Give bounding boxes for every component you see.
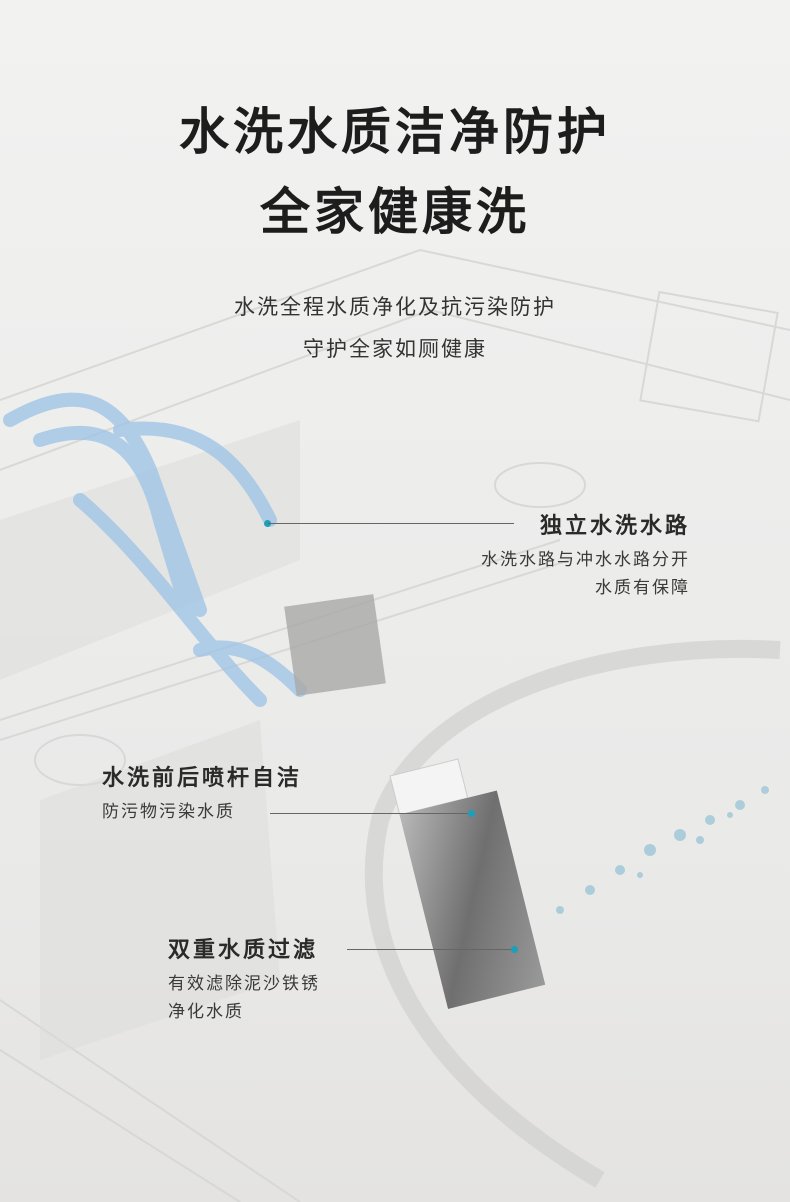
hose [364, 639, 781, 1188]
callout-desc-line: 水洗水路与冲水水路分开 [481, 550, 690, 570]
callout-line [347, 949, 512, 950]
callout-heading: 水洗前后喷杆自洁 [102, 766, 303, 791]
callout-desc: 水洗水路与冲水水路分开 水质有保障 [481, 546, 690, 602]
callout-desc: 防污物污染水质 [102, 798, 302, 826]
page-title-line1: 水洗水质洁净防护 [179, 103, 611, 161]
subtitle-line2: 守护全家如厕健康 [303, 337, 487, 361]
callout-dot [264, 520, 271, 527]
callout-nozzle-self-clean: 水洗前后喷杆自洁 防污物污染水质 [102, 760, 302, 826]
water-spray [556, 786, 769, 914]
callout-desc: 有效滤除泥沙铁锈 净化水质 [168, 970, 320, 1026]
callout-heading: 独立水洗水路 [539, 514, 690, 539]
callout-dot [511, 946, 518, 953]
callout-dot [468, 810, 475, 817]
callout-desc-line: 净化水质 [168, 1002, 244, 1022]
callout-line [268, 523, 514, 524]
callout-independent-waterway: 独立水洗水路 水洗水路与冲水水路分开 水质有保障 [481, 508, 690, 602]
callout-line [270, 813, 470, 814]
callout-double-filter: 双重水质过滤 有效滤除泥沙铁锈 净化水质 [168, 932, 320, 1026]
page-title-line2: 全家健康洗 [260, 183, 530, 241]
callout-desc-line: 水质有保障 [595, 578, 690, 598]
blue-pipes [3, 392, 307, 707]
subtitle-line1: 水洗全程水质净化及抗污染防护 [234, 295, 556, 319]
callout-desc-line: 防污物污染水质 [102, 802, 235, 822]
subtitle: 水洗全程水质净化及抗污染防护 守护全家如厕健康 [0, 286, 790, 370]
nozzle [389, 758, 546, 1009]
callout-heading: 双重水质过滤 [168, 938, 319, 963]
callout-desc-line: 有效滤除泥沙铁锈 [168, 974, 320, 994]
